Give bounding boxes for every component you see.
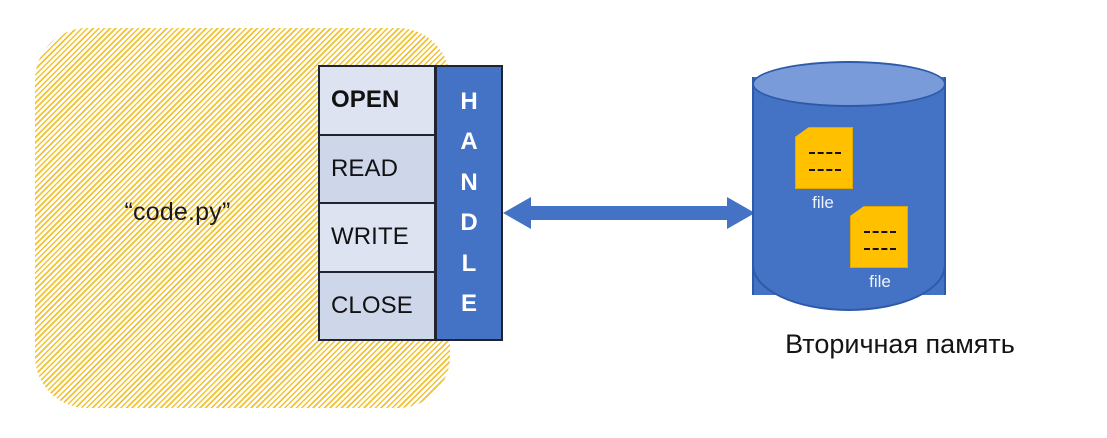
secondary-memory-label: Вторичная память [785, 329, 1015, 359]
handle-bar: H A N D L E [435, 65, 503, 341]
cylinder-top-ellipse [752, 61, 946, 107]
operation-cell-read[interactable]: READ [320, 135, 434, 204]
handle-letter-l: L [461, 249, 477, 277]
handle-letter-a: A [460, 128, 478, 156]
handle-letter-e: E [460, 290, 477, 318]
program-file-label: “code.py” [124, 198, 231, 226]
bidirectional-transfer-arrow [503, 197, 755, 229]
secondary-memory-cylinder [752, 61, 946, 311]
file-caption: file [869, 272, 891, 291]
file-operation-table: OPEN READ WRITE CLOSE [318, 65, 436, 341]
file-caption: file [812, 193, 834, 212]
file-text-line [864, 231, 896, 233]
file-text-line [809, 152, 841, 154]
handle-letter-d: D [460, 209, 478, 237]
file-icon[interactable] [795, 127, 853, 189]
file-icon[interactable] [850, 206, 908, 268]
handle-letter-n: N [460, 168, 478, 196]
operation-cell-write[interactable]: WRITE [320, 204, 434, 273]
arrow-shape [503, 197, 755, 229]
file-text-line [864, 248, 896, 250]
file-text-line [809, 169, 841, 171]
handle-letter-h: H [460, 87, 478, 115]
operation-cell-open[interactable]: OPEN [320, 67, 434, 136]
operation-cell-close[interactable]: CLOSE [320, 272, 434, 339]
